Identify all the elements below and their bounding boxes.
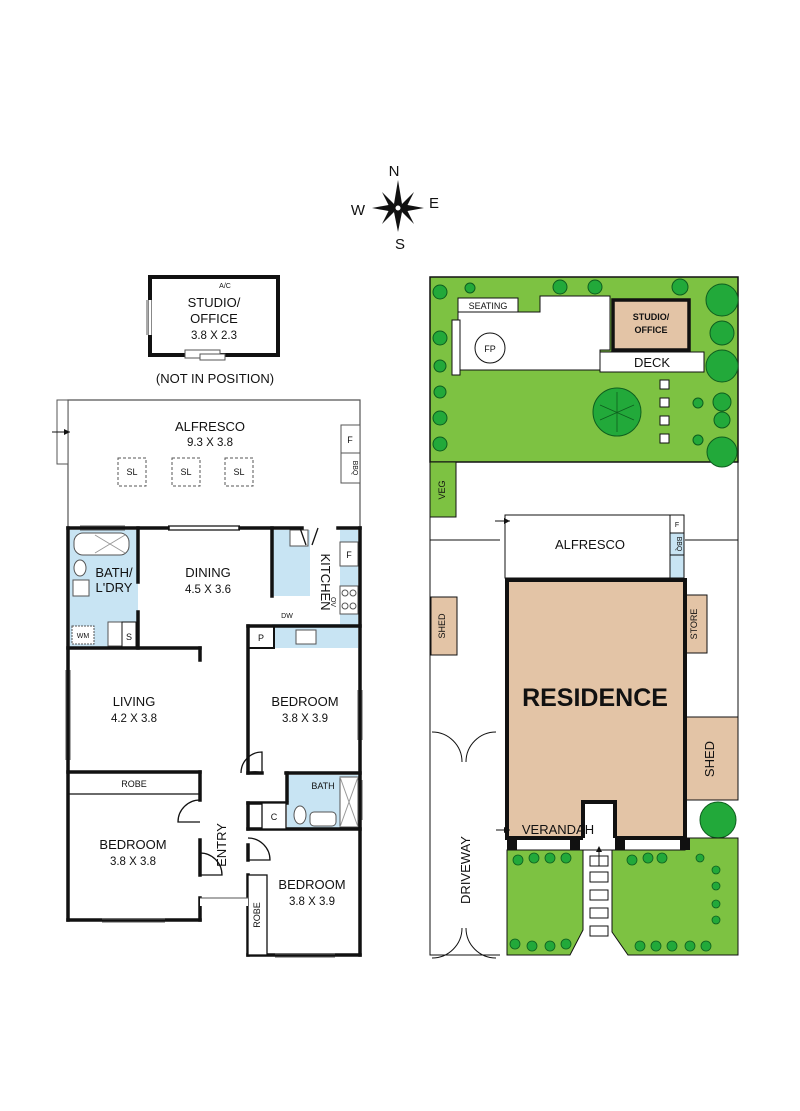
studio-position-note: (NOT IN POSITION): [156, 371, 274, 386]
skylight-1-label: SL: [126, 467, 137, 477]
alfresco-title: ALFRESCO: [175, 419, 245, 434]
living-dimensions: 4.2 X 3.8: [111, 713, 157, 725]
bedroom-bottom-dimensions: 3.8 X 3.9: [289, 896, 335, 908]
oven-label: OV: [329, 597, 336, 607]
alfresco-dimensions: 9.3 X 3.8: [187, 437, 233, 449]
site-studio-line1: STUDIO/: [633, 312, 670, 322]
compass-north: N: [389, 163, 400, 180]
skylight-3-label: SL: [233, 467, 244, 477]
compass-south: S: [395, 236, 405, 253]
seating-label: SEATING: [469, 301, 508, 311]
alfresco-bbq-label: BBQ: [351, 461, 358, 476]
dishwasher-label: DW: [281, 613, 293, 620]
entry-label: ENTRY: [214, 823, 229, 867]
site-bbq-label: BBQ: [675, 537, 682, 552]
compass-east: E: [429, 195, 439, 212]
dining-title: DINING: [185, 565, 231, 580]
floor-plan: A/C STUDIO/ OFFICE 3.8 X 2.3 (NOT IN POS…: [52, 275, 363, 958]
dining-dimensions: 4.5 X 3.6: [185, 584, 231, 596]
kitchen-fridge-label: F: [346, 550, 352, 560]
bedroom-right-dimensions: 3.8 X 3.9: [282, 713, 328, 725]
bath-laundry-title-line1: BATH/: [95, 565, 133, 580]
site-studio-line2: OFFICE: [635, 325, 668, 335]
site-plan: VEG SEATING FP STUDIO/ OFFICE DECK: [429, 276, 739, 959]
compass-west: W: [351, 202, 366, 219]
alfresco-fridge-label: F: [347, 435, 353, 445]
deck-label: DECK: [634, 355, 670, 370]
studio-office-room: A/C STUDIO/ OFFICE 3.8 X 2.3: [146, 275, 280, 361]
bedroom-right-title: BEDROOM: [271, 694, 338, 709]
laundry-s-label: S: [126, 632, 132, 642]
kitchen-title: KITCHEN: [318, 553, 333, 610]
studio-ac-label: A/C: [219, 283, 231, 290]
driveway-label: DRIVEWAY: [458, 836, 473, 904]
site-alfresco-label: ALFRESCO: [555, 537, 625, 552]
bedroom-left-dimensions: 3.8 X 3.8: [110, 856, 156, 868]
living-title: LIVING: [113, 694, 156, 709]
shed-left-label: SHED: [437, 613, 447, 639]
studio-dimensions: 3.8 X 2.3: [191, 330, 237, 342]
verandah-label: VERANDAH: [522, 822, 594, 837]
residence-label: RESIDENCE: [522, 684, 668, 712]
site-fridge-label: F: [675, 522, 679, 529]
robe-label: ROBE: [121, 779, 147, 789]
studio-title-line1: STUDIO/: [188, 295, 241, 310]
pantry-label: P: [258, 633, 264, 643]
bath-label: BATH: [311, 781, 334, 791]
bedroom-bottom-title: BEDROOM: [278, 877, 345, 892]
veg-label: VEG: [437, 480, 447, 499]
bedroom-left-title: BEDROOM: [99, 837, 166, 852]
closet-label: C: [271, 812, 278, 822]
washing-machine-label: WM: [77, 633, 90, 640]
compass-rose-icon: N E S W: [351, 163, 439, 253]
skylight-2-label: SL: [180, 467, 191, 477]
residence-building: [505, 578, 687, 840]
shed-right-label: SHED: [702, 741, 717, 777]
bath-laundry-title-line2: L'DRY: [96, 580, 133, 595]
fire-pit-label: FP: [484, 344, 496, 354]
studio-title-line2: OFFICE: [190, 311, 238, 326]
store-label: STORE: [689, 609, 699, 640]
bottom-robe-label: ROBE: [252, 902, 262, 928]
